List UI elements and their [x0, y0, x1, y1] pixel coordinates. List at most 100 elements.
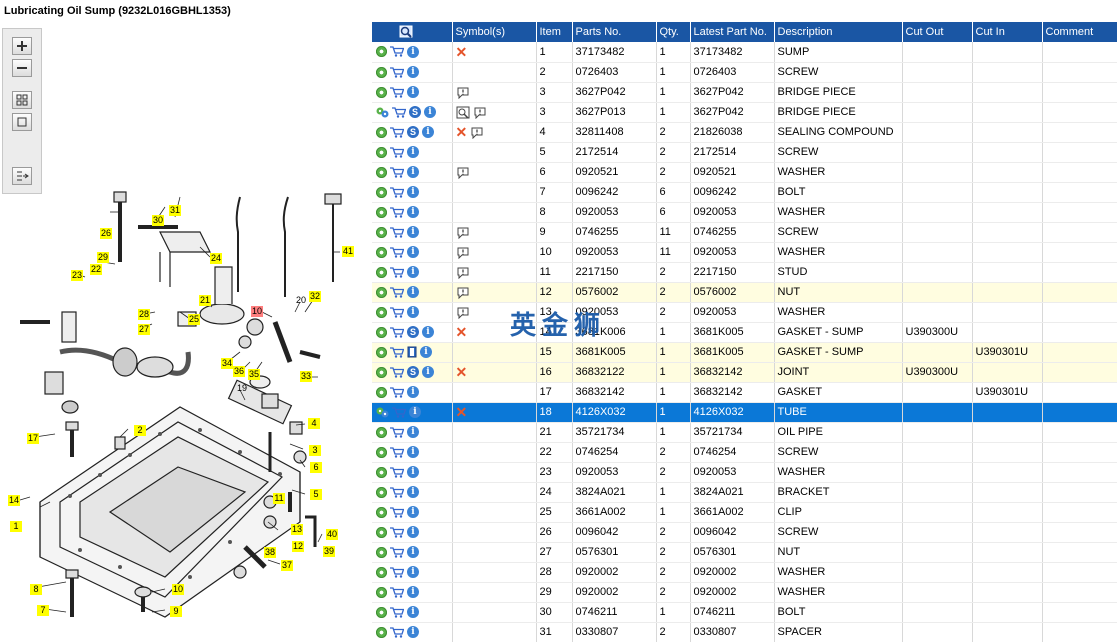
- info-icon[interactable]: i: [422, 326, 434, 339]
- info-icon[interactable]: i: [407, 66, 419, 79]
- gear-icon[interactable]: [376, 166, 387, 178]
- gear-icon[interactable]: [376, 306, 387, 318]
- gear-icon[interactable]: [376, 346, 387, 358]
- cart-icon[interactable]: [390, 566, 404, 578]
- comment-icon[interactable]: [470, 126, 484, 139]
- info-icon[interactable]: i: [407, 606, 419, 619]
- info-icon[interactable]: i: [407, 386, 419, 399]
- callout-label[interactable]: 21: [199, 295, 211, 306]
- cart-icon[interactable]: [390, 546, 404, 558]
- gear-icon[interactable]: [376, 546, 387, 558]
- gear-icon[interactable]: [376, 66, 387, 78]
- search-icon[interactable]: [399, 25, 415, 39]
- info-icon[interactable]: i: [407, 566, 419, 579]
- info-icon[interactable]: i: [422, 126, 434, 139]
- callout-label[interactable]: 30: [152, 215, 164, 226]
- info-icon[interactable]: i: [407, 146, 419, 159]
- cart-icon[interactable]: [390, 186, 404, 198]
- gear-icon[interactable]: [376, 146, 387, 158]
- multi-gear-icon[interactable]: [376, 407, 389, 418]
- info-icon[interactable]: i: [407, 486, 419, 499]
- comment-icon[interactable]: [456, 166, 470, 179]
- supersession-icon[interactable]: S: [407, 366, 419, 379]
- gear-icon[interactable]: [376, 526, 387, 538]
- supersession-icon[interactable]: S: [407, 326, 419, 339]
- callout-label[interactable]: 23: [71, 270, 83, 281]
- info-icon[interactable]: i: [409, 406, 421, 419]
- column-header-latest-part-no[interactable]: Latest Part No.: [690, 22, 775, 42]
- supersession-icon[interactable]: S: [407, 126, 419, 139]
- column-header-qty[interactable]: Qty.: [656, 22, 691, 42]
- gear-icon[interactable]: [376, 46, 387, 58]
- callout-label[interactable]: 40: [326, 529, 338, 540]
- cart-icon[interactable]: [390, 346, 404, 358]
- callout-label[interactable]: 7: [37, 605, 49, 616]
- exploded-diagram[interactable]: [0, 172, 370, 642]
- info-icon[interactable]: i: [407, 426, 419, 439]
- cart-icon[interactable]: [392, 106, 406, 118]
- column-header-cut-in[interactable]: Cut In: [972, 22, 1043, 42]
- comment-icon[interactable]: [456, 226, 470, 239]
- cart-icon[interactable]: [390, 526, 404, 538]
- info-icon[interactable]: i: [420, 346, 432, 359]
- info-icon[interactable]: i: [407, 446, 419, 459]
- cart-icon[interactable]: [390, 306, 404, 318]
- drawing-icon[interactable]: [456, 106, 470, 119]
- cart-icon[interactable]: [390, 226, 404, 238]
- info-icon[interactable]: i: [407, 286, 419, 299]
- callout-label[interactable]: 26: [100, 228, 112, 239]
- callout-label[interactable]: 19: [236, 383, 247, 393]
- callout-label[interactable]: 11: [273, 493, 285, 504]
- column-header-parts-no[interactable]: Parts No.: [572, 22, 657, 42]
- callout-label[interactable]: 32: [309, 291, 321, 302]
- info-icon[interactable]: i: [407, 186, 419, 199]
- cart-icon[interactable]: [390, 166, 404, 178]
- info-icon[interactable]: i: [407, 45, 419, 58]
- callout-label[interactable]: 13: [291, 524, 303, 535]
- info-icon[interactable]: i: [407, 86, 419, 99]
- cart-icon[interactable]: [390, 426, 404, 438]
- cart-icon[interactable]: [390, 266, 404, 278]
- gear-icon[interactable]: [376, 126, 387, 138]
- callout-label[interactable]: 41: [342, 246, 354, 257]
- info-icon[interactable]: i: [407, 526, 419, 539]
- gear-icon[interactable]: [376, 606, 387, 618]
- cart-icon[interactable]: [390, 446, 404, 458]
- cart-icon[interactable]: [390, 86, 404, 98]
- callout-label[interactable]: 24: [210, 253, 222, 264]
- gear-icon[interactable]: [376, 506, 387, 518]
- cart-icon[interactable]: [392, 406, 406, 418]
- column-header-comment[interactable]: Comment: [1042, 22, 1117, 42]
- callout-label[interactable]: 25: [188, 314, 200, 325]
- callout-label[interactable]: 17: [27, 433, 39, 444]
- cart-icon[interactable]: [390, 126, 404, 138]
- comment-icon[interactable]: [456, 86, 470, 99]
- callout-label[interactable]: 4: [308, 418, 320, 429]
- gear-icon[interactable]: [376, 186, 387, 198]
- callout-label[interactable]: 38: [264, 547, 276, 558]
- gear-icon[interactable]: [376, 286, 387, 298]
- supersession-icon[interactable]: S: [409, 106, 421, 119]
- gear-icon[interactable]: [376, 486, 387, 498]
- callout-label[interactable]: 36: [233, 366, 245, 377]
- export-button[interactable]: [12, 167, 32, 185]
- gear-icon[interactable]: [376, 626, 387, 638]
- callout-label[interactable]: 14: [8, 495, 20, 506]
